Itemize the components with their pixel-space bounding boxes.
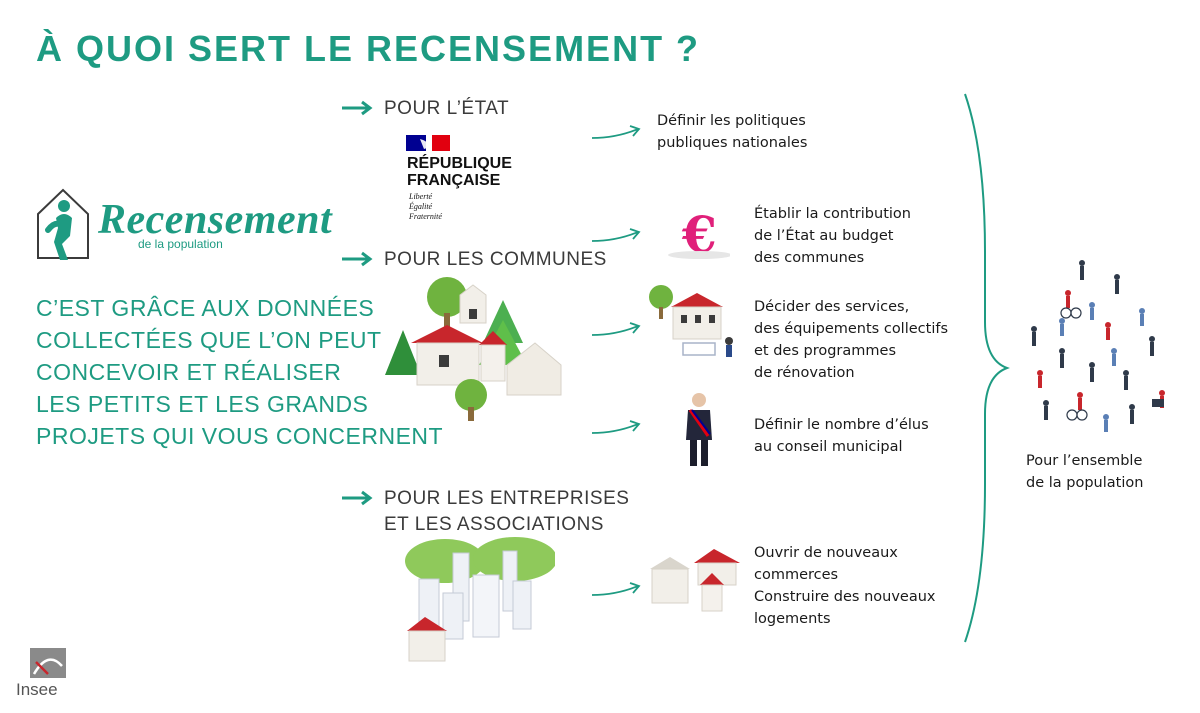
section-entreprises: POUR LES ENTREPRISES ET LES ASSOCIATIONS [384, 486, 629, 538]
arrow-right-icon [342, 100, 373, 116]
item-line: de l’État au budget [754, 228, 894, 244]
item-line: Définir les politiques [657, 113, 806, 129]
item-commerces: Ouvrir de nouveaux commerces Construire … [754, 542, 935, 630]
section-entreprises-label: POUR LES ENTREPRISES [384, 488, 630, 509]
right-brace [964, 93, 1010, 643]
insee-label: Insee [16, 680, 58, 699]
item-line: des communes [754, 250, 865, 266]
item-line: et des programmes [754, 343, 896, 359]
section-communes-label: POUR LES COMMUNES [384, 249, 607, 270]
section-etat-label: POUR L’ÉTAT [384, 98, 510, 119]
republique-francaise-name: RÉPUBLIQUE FRANÇAISE [407, 155, 512, 189]
arrow-right-icon [592, 125, 641, 139]
tagline-line: COLLECTÉES QUE L’ON PEUT [36, 327, 382, 353]
item-line: de rénovation [754, 365, 855, 381]
population-label: Pour l’ensemble de la population [1026, 450, 1143, 494]
item-line: au conseil municipal [754, 439, 903, 455]
mayor-icon [686, 393, 712, 466]
logo-subtitle: de la population [138, 237, 223, 251]
tagline-line: CONCEVOIR ET RÉALISER [36, 359, 342, 385]
item-elus: Définir le nombre d’élus au conseil muni… [754, 414, 929, 458]
logo-wordmark: Recensement [98, 197, 333, 243]
item-line: Ouvrir de nouveaux [754, 545, 898, 561]
section-etat: POUR L’ÉTAT [384, 96, 509, 122]
item-line: Décider des services, [754, 299, 910, 315]
republique-motto: Liberté Égalité Fraternité [409, 192, 442, 222]
population-line: Pour l’ensemble [1026, 453, 1143, 469]
motto-line: Liberté [409, 192, 433, 201]
item-line: publiques nationales [657, 135, 808, 151]
city-illustration [405, 537, 555, 662]
arrow-right-icon [592, 582, 641, 596]
village-illustration [385, 277, 562, 421]
section-communes: POUR LES COMMUNES [384, 247, 607, 273]
section-entreprises-label: ET LES ASSOCIATIONS [384, 514, 604, 535]
tagline-line: PROJETS QUI VOUS CONCERNENT [36, 423, 444, 449]
motto-line: Fraternité [409, 212, 442, 221]
tagline: C’EST GRÂCE AUX DONNÉES COLLECTÉES QUE L… [36, 292, 443, 452]
crowd-illustration [1031, 260, 1165, 432]
euro-shadow [668, 251, 730, 259]
houses-icon [650, 549, 740, 612]
item-line: Définir le nombre d’élus [754, 417, 929, 433]
town-hall-icon [649, 285, 733, 357]
tagline-line: LES PETITS ET LES GRANDS [36, 391, 369, 417]
page-title: À QUOI SERT LE RECENSEMENT ? [36, 28, 701, 69]
item-line: logements [754, 611, 831, 627]
arrow-right-icon [592, 420, 641, 434]
arrow-right-icon [342, 251, 373, 267]
tagline-line: C’EST GRÂCE AUX DONNÉES [36, 295, 375, 321]
arrow-right-icon [592, 322, 641, 336]
population-line: de la population [1026, 475, 1144, 491]
item-line: Établir la contribution [754, 206, 911, 222]
item-services: Décider des services, des équipements co… [754, 296, 948, 384]
rf-line: FRANÇAISE [407, 172, 501, 189]
motto-line: Égalité [409, 202, 433, 211]
arrow-right-icon [342, 490, 373, 506]
item-politiques: Définir les politiques publiques nationa… [657, 110, 807, 154]
item-line: des équipements collectifs [754, 321, 949, 337]
marianne-flag-icon [406, 135, 450, 151]
item-line: commerces [754, 567, 839, 583]
recensement-logo-icon [37, 188, 89, 260]
arrow-right-icon [592, 228, 641, 242]
item-line: Construire des nouveaux [754, 589, 936, 605]
item-contribution: Établir la contribution de l’État au bud… [754, 203, 911, 269]
insee-logo-icon [30, 648, 66, 678]
rf-line: RÉPUBLIQUE [407, 155, 512, 172]
